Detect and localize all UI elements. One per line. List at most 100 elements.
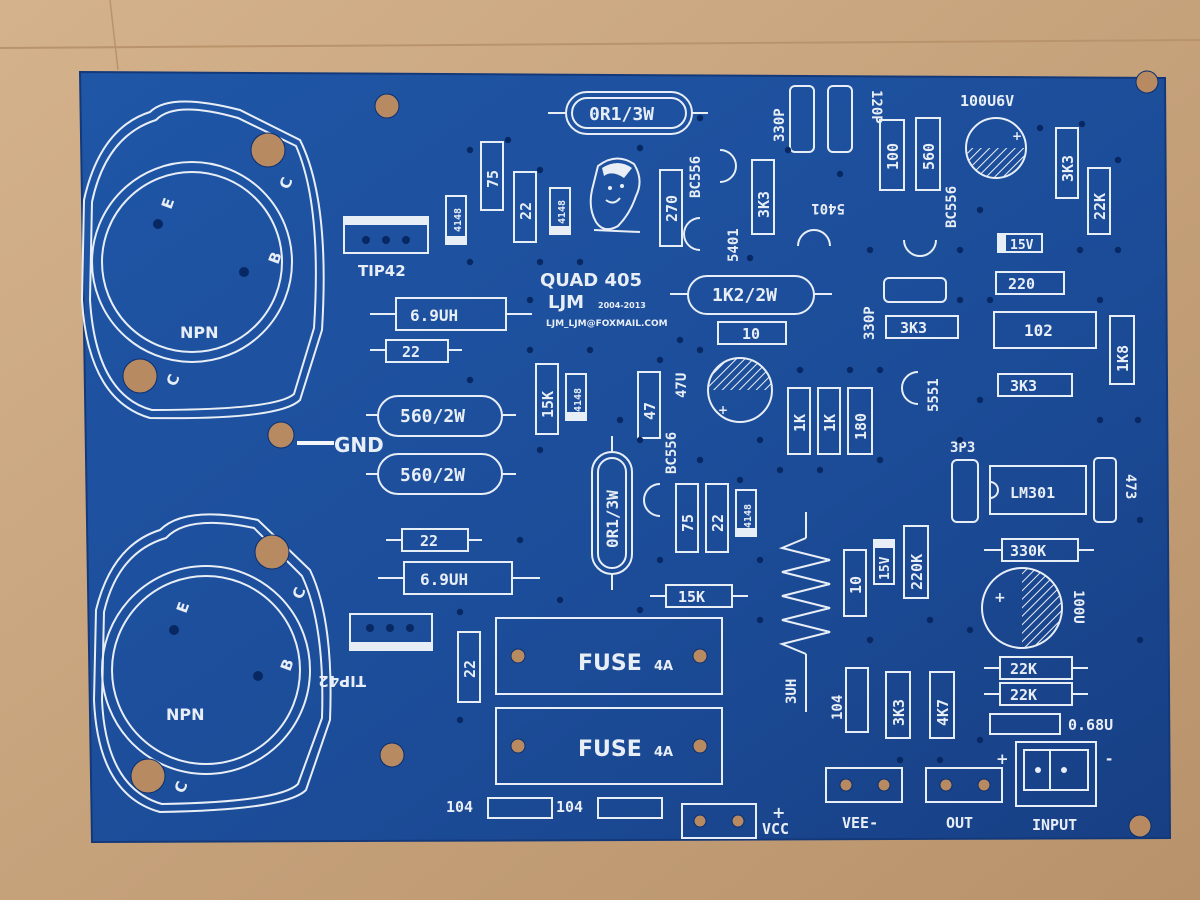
via (576, 258, 584, 266)
via (756, 556, 764, 564)
svg-text:1K8: 1K8 (1114, 345, 1132, 372)
svg-text:220K: 220K (908, 554, 926, 590)
resistor-3k3-mid: 3K3 (885, 315, 959, 339)
zener-15v-top: 15V (997, 233, 1043, 253)
via (936, 756, 944, 764)
svg-text:3P3: 3P3 (950, 440, 975, 456)
capacitor-100u: + 100U (981, 567, 1086, 649)
resistor-1k-b: 1K (817, 387, 841, 455)
connector-input: + - INPUT (996, 741, 1112, 834)
via (1078, 120, 1086, 128)
resistor-15k-vertical: 15K (535, 363, 559, 435)
svg-text:3UH: 3UH (784, 679, 800, 704)
svg-text:473: 473 (1122, 474, 1138, 499)
via (526, 296, 534, 304)
via (896, 756, 904, 764)
transistor-label: NPN (166, 705, 205, 724)
svg-text:2004-2013: 2004-2013 (598, 301, 646, 310)
via (456, 608, 464, 616)
fuse-a: FUSE 4A (495, 617, 723, 695)
resistor-560-2w-b: 560/2W (366, 453, 516, 495)
capacitor-100u6v: 100U6V + (960, 92, 1027, 179)
resistor-0r1-top: 0R1/3W (548, 91, 708, 135)
capacitor-104-bottom-a: 104 (446, 797, 553, 819)
via (876, 456, 884, 464)
via (776, 466, 784, 474)
via (616, 416, 624, 424)
resistor-10-mid: 10 (717, 321, 787, 345)
via (966, 626, 974, 634)
svg-text:75: 75 (679, 514, 697, 532)
via (536, 166, 544, 174)
via (756, 616, 764, 624)
via (536, 258, 544, 266)
via (466, 258, 474, 266)
svg-text:6.9UH: 6.9UH (410, 306, 458, 325)
via (586, 346, 594, 354)
board-branding: QUAD 405 LJM 2004-2013 LJM_LJM@FOXMAIL.C… (540, 270, 668, 329)
capacitor-47u: + (707, 357, 773, 423)
svg-text:4148: 4148 (453, 208, 464, 232)
svg-text:100U6V: 100U6V (960, 92, 1014, 110)
svg-text:4A: 4A (654, 745, 673, 760)
svg-text:220: 220 (1008, 275, 1035, 293)
designer-portrait-logo (589, 157, 641, 233)
resistor-100: 100 (879, 119, 905, 191)
svg-text:10: 10 (847, 576, 865, 594)
resistor-22k-a: 22K (984, 656, 1088, 680)
via (836, 170, 844, 178)
svg-text:+: + (718, 403, 728, 417)
svg-text:4148: 4148 (557, 200, 568, 224)
svg-text:120P: 120P (868, 90, 884, 124)
svg-text:330K: 330K (1010, 542, 1046, 560)
via (1076, 246, 1084, 254)
resistor-3k3-topright: 3K3 (1055, 127, 1079, 199)
inductor-3uh: 3UH (778, 512, 831, 712)
via (816, 466, 824, 474)
svg-text:5551: 5551 (926, 378, 942, 412)
diode-4148-b: 4148 (549, 187, 571, 235)
via (556, 596, 564, 604)
svg-text:75: 75 (484, 170, 502, 188)
via (976, 206, 984, 214)
ic-lm301: LM301 (989, 465, 1087, 515)
svg-text:3K3: 3K3 (900, 319, 927, 337)
via (466, 146, 474, 154)
svg-text:4148: 4148 (743, 504, 754, 528)
via (986, 296, 994, 304)
svg-text:4A: 4A (654, 659, 673, 674)
svg-text:22K: 22K (1010, 660, 1037, 678)
via (976, 396, 984, 404)
svg-text:BC556: BC556 (664, 432, 680, 474)
via (696, 346, 704, 354)
svg-text:INPUT: INPUT (1032, 816, 1077, 834)
resistor-180: 180 (847, 387, 873, 455)
resistor-3k3-top: 3K3 (751, 159, 775, 235)
svg-text:4K7: 4K7 (934, 699, 952, 726)
svg-text:47U: 47U (674, 373, 690, 398)
vias (456, 114, 1144, 764)
svg-text:+: + (996, 750, 1009, 768)
svg-text:VEE-: VEE- (842, 814, 878, 832)
resistor-560-2w-a: 560/2W (366, 395, 516, 437)
via (976, 736, 984, 744)
via (636, 436, 644, 444)
resistor-220k: 220K (903, 525, 929, 599)
inductor-6-9uh-bottom: 6.9UH (378, 561, 540, 595)
svg-text:BC556: BC556 (944, 186, 960, 228)
svg-text:180: 180 (852, 413, 870, 440)
zener-15v-low: 15V (873, 539, 895, 585)
svg-text:47: 47 (641, 402, 659, 420)
npn-transistor-bottom: E B C C NPN (92, 513, 332, 814)
svg-text:3K3: 3K3 (1010, 377, 1037, 395)
resistor-1k2-2w: 1K2/2W (670, 275, 832, 315)
svg-text:15V: 15V (878, 556, 893, 580)
via (1136, 516, 1144, 524)
inductor-6-9uh-top: 6.9UH (370, 297, 532, 331)
via (736, 476, 744, 484)
svg-text:330P: 330P (772, 108, 788, 142)
svg-text:5401: 5401 (726, 228, 742, 262)
svg-text:560: 560 (920, 143, 938, 170)
via (866, 636, 874, 644)
via (876, 366, 884, 374)
